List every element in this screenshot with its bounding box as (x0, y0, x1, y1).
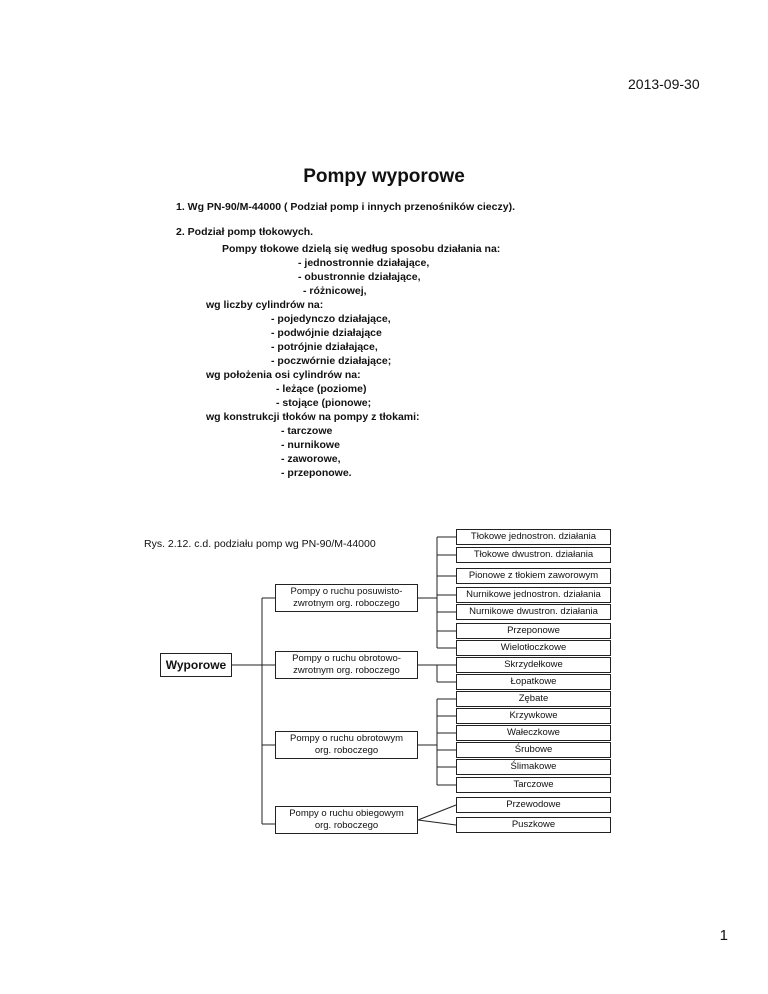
text-line: - obustronnie działające, (298, 271, 421, 283)
group-node: Pompy o ruchu obrotowym org. roboczego (275, 731, 418, 759)
text-line: Pompy tłokowe dzielą się według sposobu … (222, 243, 501, 255)
text-line: - poczwórnie działające; (271, 355, 392, 367)
leaf-node: Skrzydełkowe (456, 657, 611, 673)
leaf-node: Zębate (456, 691, 611, 707)
group-node: Pompy o ruchu obiegowym org. roboczego (275, 806, 418, 834)
text-line: - stojące (pionowe; (276, 397, 372, 409)
leaf-node: Wielotłoczkowe (456, 640, 611, 656)
text-line: - nurnikowe (281, 439, 340, 451)
page-number: 1 (719, 927, 728, 944)
list-item-2: 2. Podział pomp tłokowych. (176, 226, 314, 238)
text-line: - podwójnie działające (271, 327, 382, 339)
root-node: Wyporowe (160, 653, 232, 677)
header-date: 2013-09-30 (628, 76, 700, 92)
text-line: - tarczowe (281, 425, 333, 437)
leaf-node: Pionowe z tłokiem zaworowym (456, 568, 611, 584)
leaf-node: Tłokowe dwustron. działania (456, 547, 611, 563)
leaf-node: Łopatkowe (456, 674, 611, 690)
text-line: - przeponowe. (281, 467, 352, 479)
text-line: - różnicowej, (303, 285, 367, 297)
text-line: wg konstrukcji tłoków na pompy z tłokami… (206, 411, 420, 423)
leaf-node: Ślimakowe (456, 759, 611, 775)
text-line: wg położenia osi cylindrów na: (206, 369, 361, 381)
leaf-node: Puszkowe (456, 817, 611, 833)
leaf-node: Tłokowe jednostron. działania (456, 529, 611, 545)
leaf-node: Tarczowe (456, 777, 611, 793)
leaf-node: Krzywkowe (456, 708, 611, 724)
text-line: wg liczby cylindrów na: (206, 299, 324, 311)
text-line: - pojedynczo działające, (271, 313, 391, 325)
leaf-node: Wałeczkowe (456, 725, 611, 741)
group-node: Pompy o ruchu posuwisto- zwrotnym org. r… (275, 584, 418, 612)
page-title: Pompy wyporowe (303, 166, 465, 187)
leaf-node: Nurnikowe dwustron. działania (456, 604, 611, 620)
diagram-caption: Rys. 2.12. c.d. podziału pomp wg PN-90/M… (144, 538, 376, 550)
list-item-1: 1. Wg PN-90/M-44000 ( Podział pomp i inn… (176, 201, 515, 213)
group-node: Pompy o ruchu obrotowo- zwrotnym org. ro… (275, 651, 418, 679)
leaf-node: Śrubowe (456, 742, 611, 758)
text-line: - potrójnie działające, (271, 341, 378, 353)
text-line: - leżące (poziome) (276, 383, 367, 395)
text-line: - jednostronnie działające, (298, 257, 430, 269)
leaf-node: Przeponowe (456, 623, 611, 639)
leaf-node: Nurnikowe jednostron. działania (456, 587, 611, 603)
text-line: - zaworowe, (281, 453, 341, 465)
leaf-node: Przewodowe (456, 797, 611, 813)
